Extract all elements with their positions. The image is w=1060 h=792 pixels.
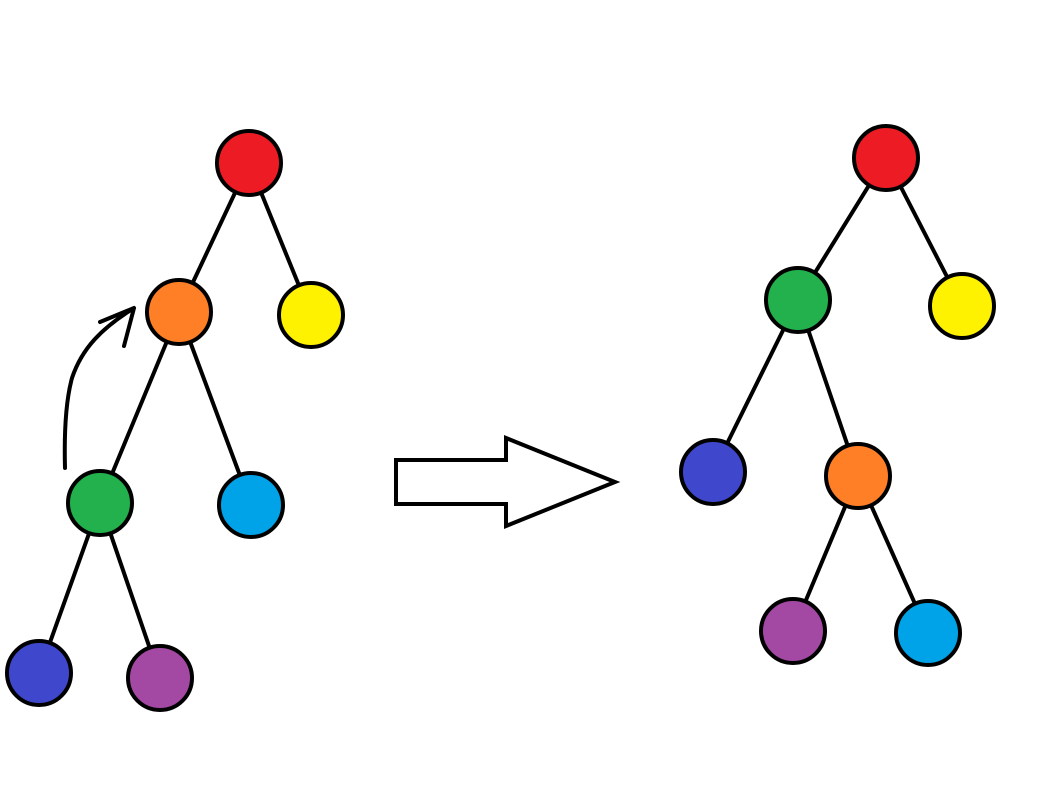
tree-before-rotation [5, 129, 345, 712]
node-green [764, 266, 832, 334]
node-red [852, 124, 920, 192]
right-arrow-icon [394, 435, 621, 529]
edge-red-green [812, 183, 872, 275]
node-yellow [928, 272, 996, 340]
edge-red-yellow [259, 190, 301, 288]
node-yellow [277, 281, 345, 349]
node-dark-blue [679, 438, 747, 506]
node-light-blue [217, 471, 285, 539]
curved-arrow-icon [62, 306, 136, 470]
node-light-blue [894, 599, 962, 667]
node-purple [126, 644, 194, 712]
edge-orange-light-blue [869, 503, 917, 606]
node-orange [145, 278, 213, 346]
tree-after-rotation [679, 124, 996, 667]
node-dark-blue [5, 639, 73, 707]
edge-orange-purple [803, 503, 848, 604]
node-purple [759, 597, 827, 665]
edge-green-orange [806, 328, 850, 448]
edge-green-dark-blue [725, 326, 786, 446]
edge-green-purple [108, 531, 152, 650]
edge-green-dark-blue [47, 531, 92, 645]
edge-red-yellow [898, 184, 950, 280]
edge-red-orange [190, 190, 238, 285]
edge-orange-light-blue [188, 340, 242, 477]
node-orange [824, 442, 892, 510]
node-red [215, 129, 283, 197]
node-green [66, 469, 134, 537]
edge-orange-green [110, 339, 169, 476]
